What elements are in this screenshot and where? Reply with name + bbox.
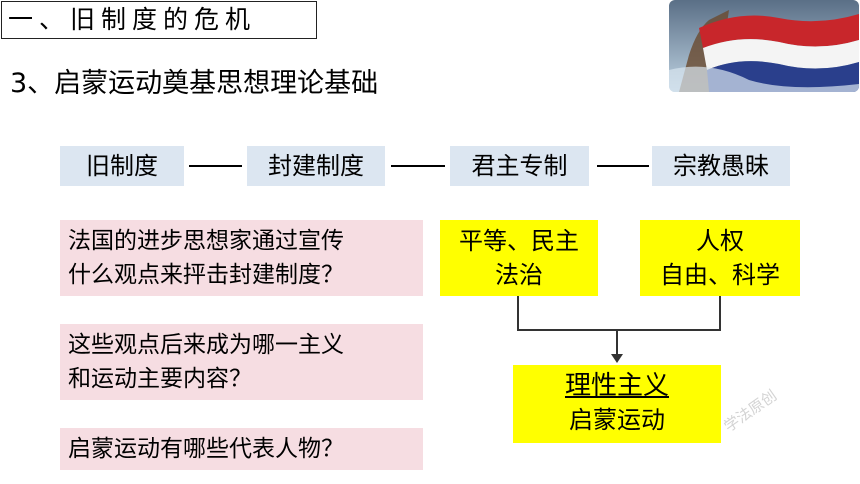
chain-connector bbox=[391, 165, 445, 167]
concept-human-rights-freedom: 人权 自由、科学 bbox=[640, 220, 800, 296]
result-line-1: 理性主义 bbox=[564, 371, 669, 401]
question-1-line-2: 什么观点来抨击封建制度？ bbox=[68, 262, 344, 288]
concept-left-line-2: 法治 bbox=[495, 261, 543, 289]
question-3-line-1: 启蒙运动有哪些代表人物？ bbox=[68, 436, 344, 462]
connector-horizontal bbox=[517, 329, 721, 331]
chain-item-religious-ignorance: 宗教愚昧 bbox=[652, 146, 790, 186]
watermark-text: 学法原创 bbox=[720, 386, 781, 436]
question-3: 启蒙运动有哪些代表人物？ bbox=[60, 428, 423, 470]
concept-rationalism-enlightenment: 理性主义 启蒙运动 bbox=[513, 365, 721, 443]
section-title: 一、旧制度的危机 bbox=[1, 1, 317, 39]
chain-connector bbox=[189, 165, 242, 167]
result-line-2: 启蒙运动 bbox=[569, 406, 665, 434]
chain-item-absolute-monarchy: 君主专制 bbox=[450, 146, 589, 186]
chain-item-old-regime: 旧制度 bbox=[60, 146, 184, 186]
arrow-down-icon bbox=[611, 354, 623, 363]
question-2: 这些观点后来成为哪一主义 和运动主要内容？ bbox=[60, 324, 423, 400]
concept-right-line-2: 自由、科学 bbox=[660, 261, 780, 289]
question-2-line-2: 和运动主要内容？ bbox=[68, 366, 252, 392]
connector-left-vertical bbox=[517, 296, 519, 330]
connector-down bbox=[616, 330, 618, 356]
question-2-line-1: 这些观点后来成为哪一主义 bbox=[68, 332, 344, 358]
concept-left-line-1: 平等、民主 bbox=[459, 227, 579, 255]
concept-right-line-1: 人权 bbox=[696, 227, 744, 255]
flag-illustration bbox=[669, 0, 859, 92]
connector-right-vertical bbox=[719, 296, 721, 330]
concept-equality-democracy: 平等、民主 法治 bbox=[440, 220, 598, 296]
question-1: 法国的进步思想家通过宣传 什么观点来抨击封建制度？ bbox=[60, 220, 423, 296]
french-flag-image bbox=[669, 0, 859, 92]
question-1-line-1: 法国的进步思想家通过宣传 bbox=[68, 228, 344, 254]
slide-subtitle: 3、启蒙运动奠基思想理论基础 bbox=[10, 68, 379, 99]
chain-connector bbox=[597, 165, 649, 167]
chain-item-feudalism: 封建制度 bbox=[247, 146, 385, 186]
